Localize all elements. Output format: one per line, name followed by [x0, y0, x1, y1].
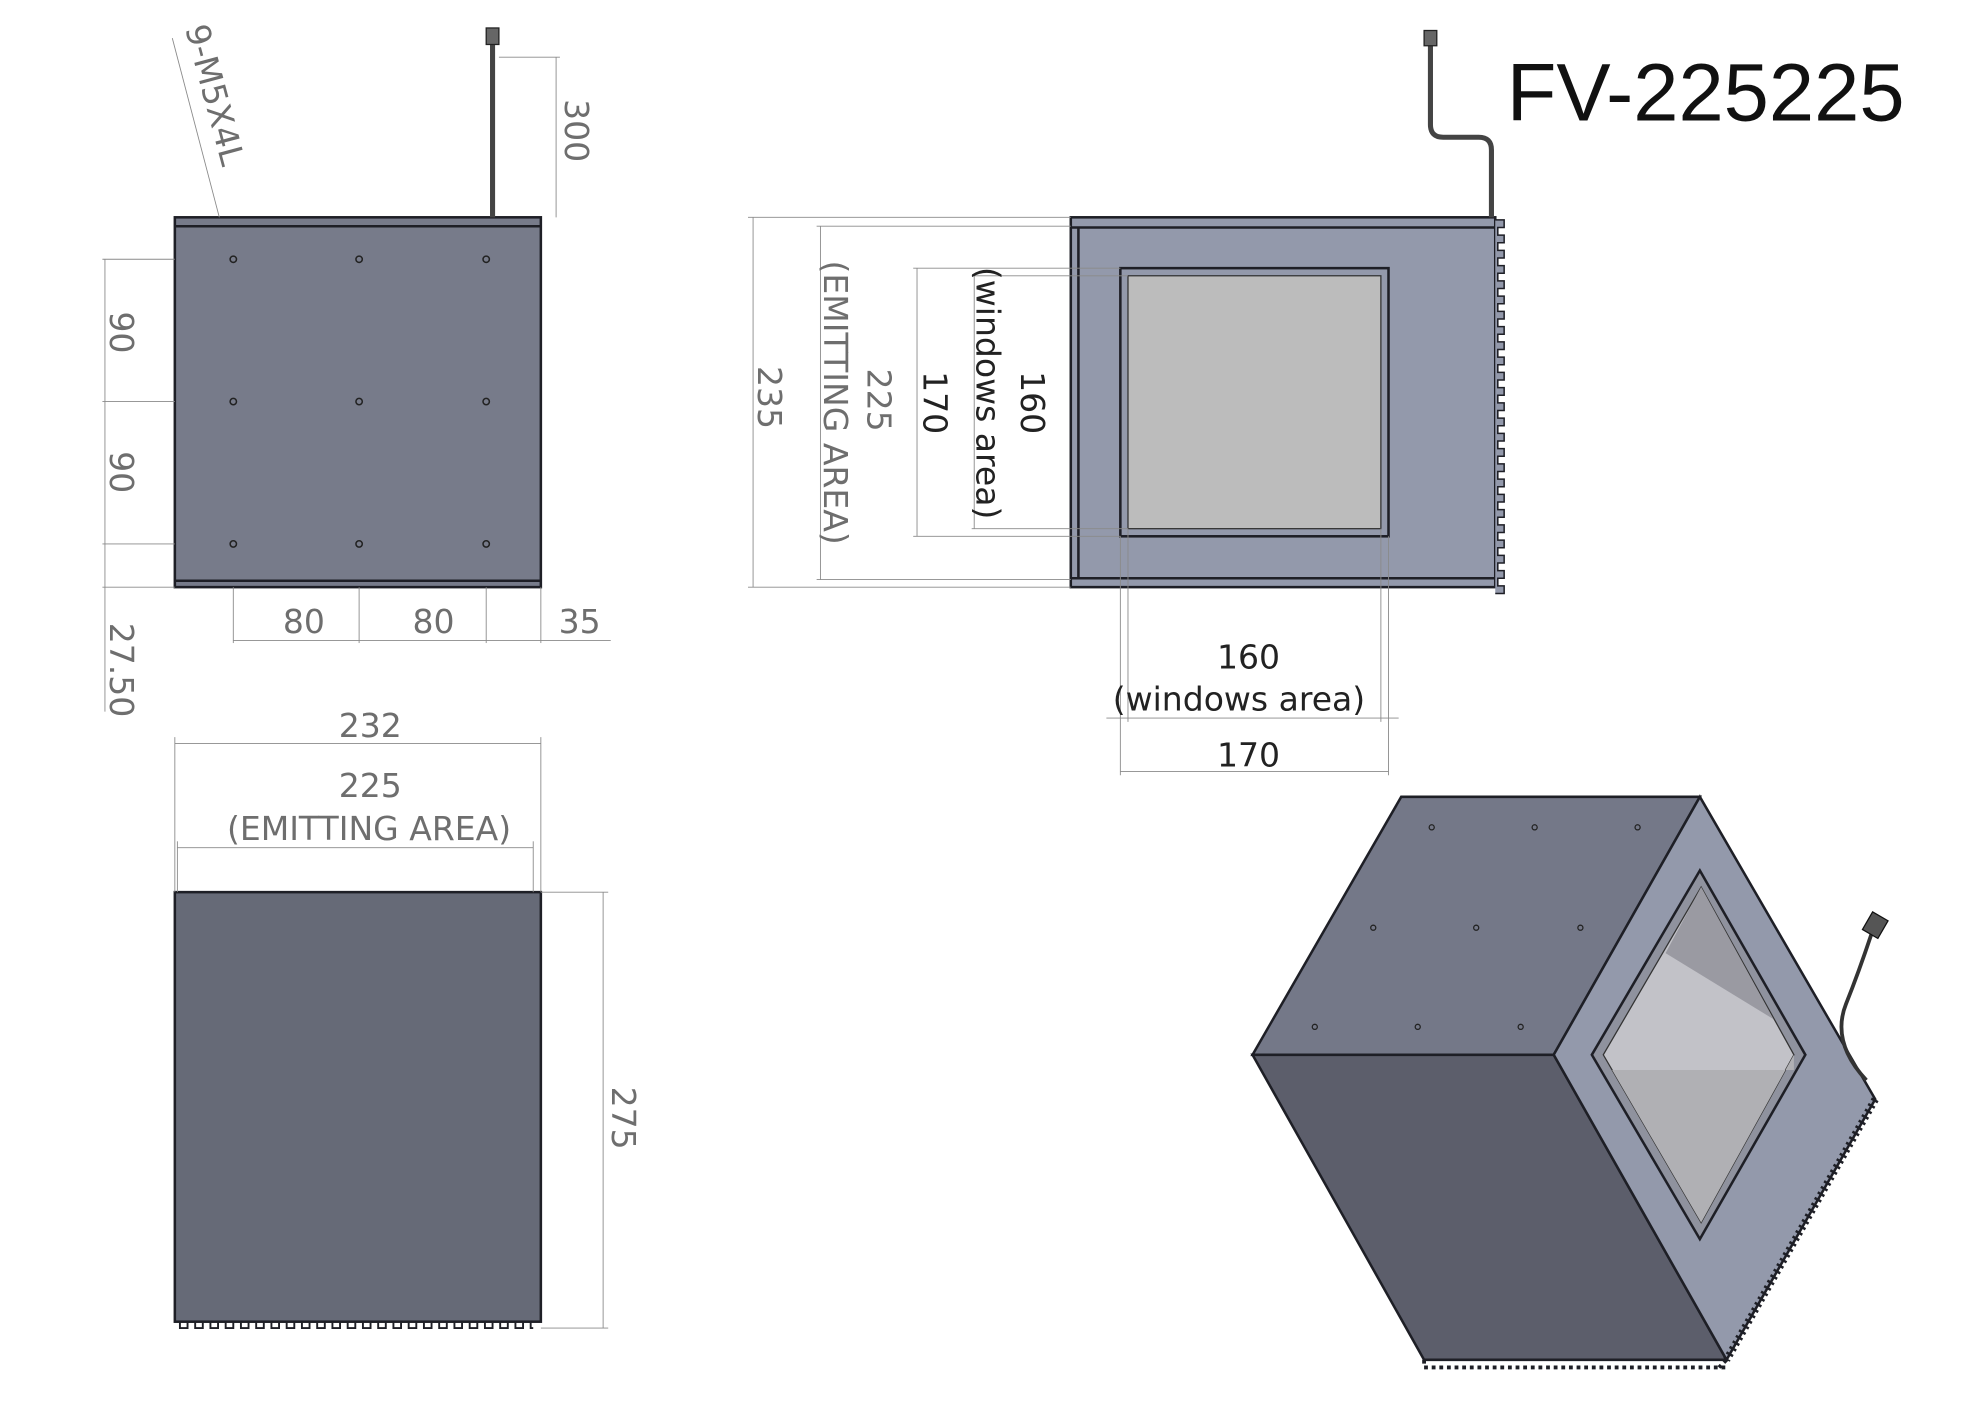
- heat-sink-fins: [1495, 219, 1505, 595]
- v-dim-3: 27.50: [102, 623, 141, 718]
- heat-sink-fins: [174, 1320, 534, 1329]
- window-area: [1127, 275, 1382, 530]
- h-dim-3: 35: [559, 602, 601, 641]
- iso-fins: [1422, 1358, 1728, 1370]
- side-view: 9-M5X4L 300 90 90 27.50 80 80 35: [102, 20, 611, 717]
- iso-window-shade: [1603, 1054, 1794, 1223]
- iso-cable: [1839, 933, 1874, 1082]
- v-dim-1: 90: [102, 311, 141, 353]
- h-dim-1: 80: [283, 602, 325, 641]
- connector-icon: [485, 27, 500, 46]
- emitting-width-dim: 225: [339, 766, 402, 805]
- window-inner-height-label: (windows area): [969, 267, 1008, 519]
- mounting-holes: [229, 255, 491, 548]
- window-inner-width-dim: 160: [1217, 637, 1280, 676]
- model-title: FV-225225: [1507, 48, 1905, 139]
- window-inner-width-label: (windows area): [1113, 679, 1365, 718]
- hole-note: 9-M5X4L: [177, 20, 252, 170]
- emitting-height-dim: 225: [859, 369, 898, 432]
- window-outer-width-dim: 170: [1217, 735, 1280, 774]
- front-view: 235 225 (EMITTING AREA) 170 160 (windows…: [747, 29, 1505, 776]
- connector-icon: [1861, 911, 1889, 940]
- emitting-height-label: (EMITTING AREA): [816, 261, 855, 545]
- bottom-view: 232 225 (EMITTING AREA) 275: [173, 706, 643, 1329]
- iso-fins-right: [1723, 1097, 1879, 1362]
- cable: [1427, 44, 1494, 218]
- height-total-dim: 235: [750, 366, 789, 429]
- iso-holes: [1311, 824, 1641, 1031]
- h-dim-2: 80: [412, 602, 454, 641]
- window-outer-height-dim: 170: [915, 371, 954, 434]
- v-dim-2: 90: [102, 451, 141, 493]
- width-total-dim: 232: [339, 706, 402, 745]
- emitting-width-label: (EMITTING AREA): [227, 809, 511, 848]
- connector-icon: [1423, 29, 1438, 47]
- cable-length-dim: 300: [557, 99, 596, 162]
- window-inner-height-dim: 160: [1013, 371, 1052, 434]
- bottom-body: [173, 890, 543, 1323]
- isometric-view: [1250, 794, 1889, 1370]
- iso-window-reflection: [1665, 887, 1774, 1020]
- depth-dim: 275: [604, 1087, 643, 1150]
